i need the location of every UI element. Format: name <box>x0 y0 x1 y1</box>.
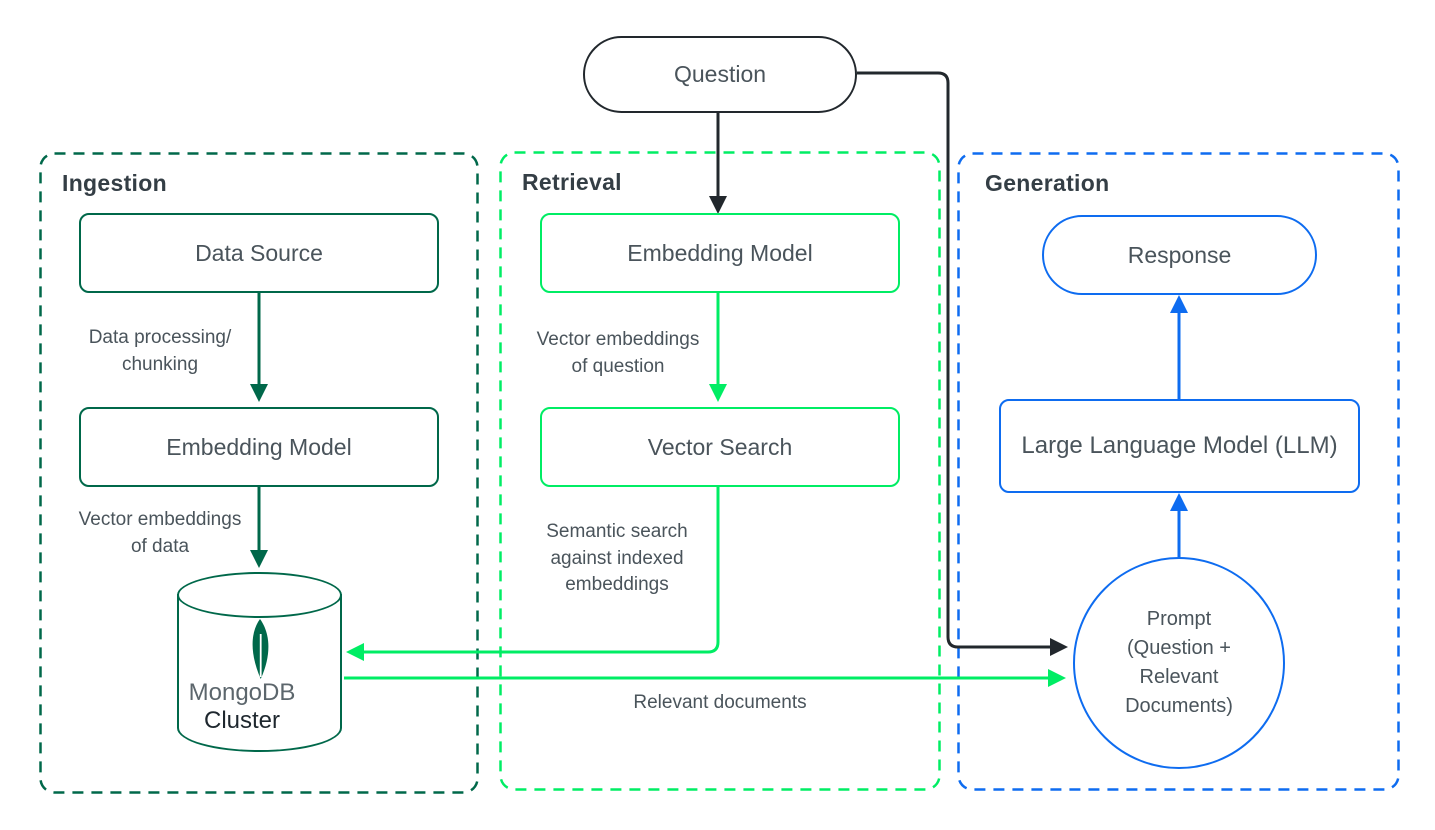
arrowhead-datasource-to-embedding <box>250 384 268 402</box>
question-label: Question <box>673 61 767 87</box>
data-source-label: Data Source <box>195 239 323 266</box>
retrieval-embedding-model-label: Embedding Model <box>627 239 813 266</box>
arrowhead-prompt-to-llm <box>1170 493 1188 511</box>
llm-node: Large Language Model (LLM) <box>999 399 1360 493</box>
label-vector-embeddings-of-data: Vector embeddings of data <box>78 509 242 557</box>
section-title-retrieval: Retrieval <box>522 169 622 195</box>
section-title-generation: Generation <box>985 170 1110 196</box>
arrowhead-question-to-prompt <box>1050 638 1068 656</box>
arrowhead-embedding-to-mongodb <box>250 550 268 568</box>
mongodb-leaf-icon <box>252 619 269 679</box>
question-node: Question <box>583 36 857 113</box>
label-vector-embeddings-of-question: Vector embeddings of question <box>536 329 700 377</box>
arrowhead-vectorsearch-to-mongodb <box>346 643 364 661</box>
arrowhead-question-to-retrieval-embedding <box>709 196 727 214</box>
mongodb-name: MongoDB <box>188 679 296 706</box>
llm-label: Large Language Model (LLM) <box>1021 432 1338 459</box>
label-data-processing: Data processing/ chunking <box>88 327 232 375</box>
label-relevant-documents: Relevant documents <box>633 692 807 713</box>
prompt-label: Prompt (Question + Relevant Documents) <box>1125 608 1233 717</box>
arrowhead-retrieval-embedding-to-vectorsearch <box>709 384 727 402</box>
prompt-node: Prompt (Question + Relevant Documents) <box>1073 557 1285 769</box>
mongodb-sub-label: Cluster <box>203 707 281 734</box>
data-source-node: Data Source <box>79 213 439 293</box>
edge-vectorsearch-to-mongodb <box>362 487 720 654</box>
vector-search-node: Vector Search <box>540 407 900 487</box>
ingestion-embedding-model-label: Embedding Model <box>166 433 352 460</box>
ingestion-embedding-model-node: Embedding Model <box>79 407 439 487</box>
vector-search-label: Vector Search <box>647 433 793 460</box>
section-title-ingestion: Ingestion <box>62 170 167 196</box>
response-label: Response <box>1127 241 1232 268</box>
edge-question-to-prompt <box>857 71 1052 649</box>
mongodb-cylinder-top <box>177 572 342 618</box>
arrowhead-mongodb-to-prompt <box>1048 669 1066 687</box>
arrowhead-llm-to-response <box>1170 295 1188 313</box>
retrieval-embedding-model-node: Embedding Model <box>540 213 900 293</box>
label-semantic-search: Semantic search against indexed embeddin… <box>546 521 688 595</box>
response-node: Response <box>1042 215 1317 295</box>
